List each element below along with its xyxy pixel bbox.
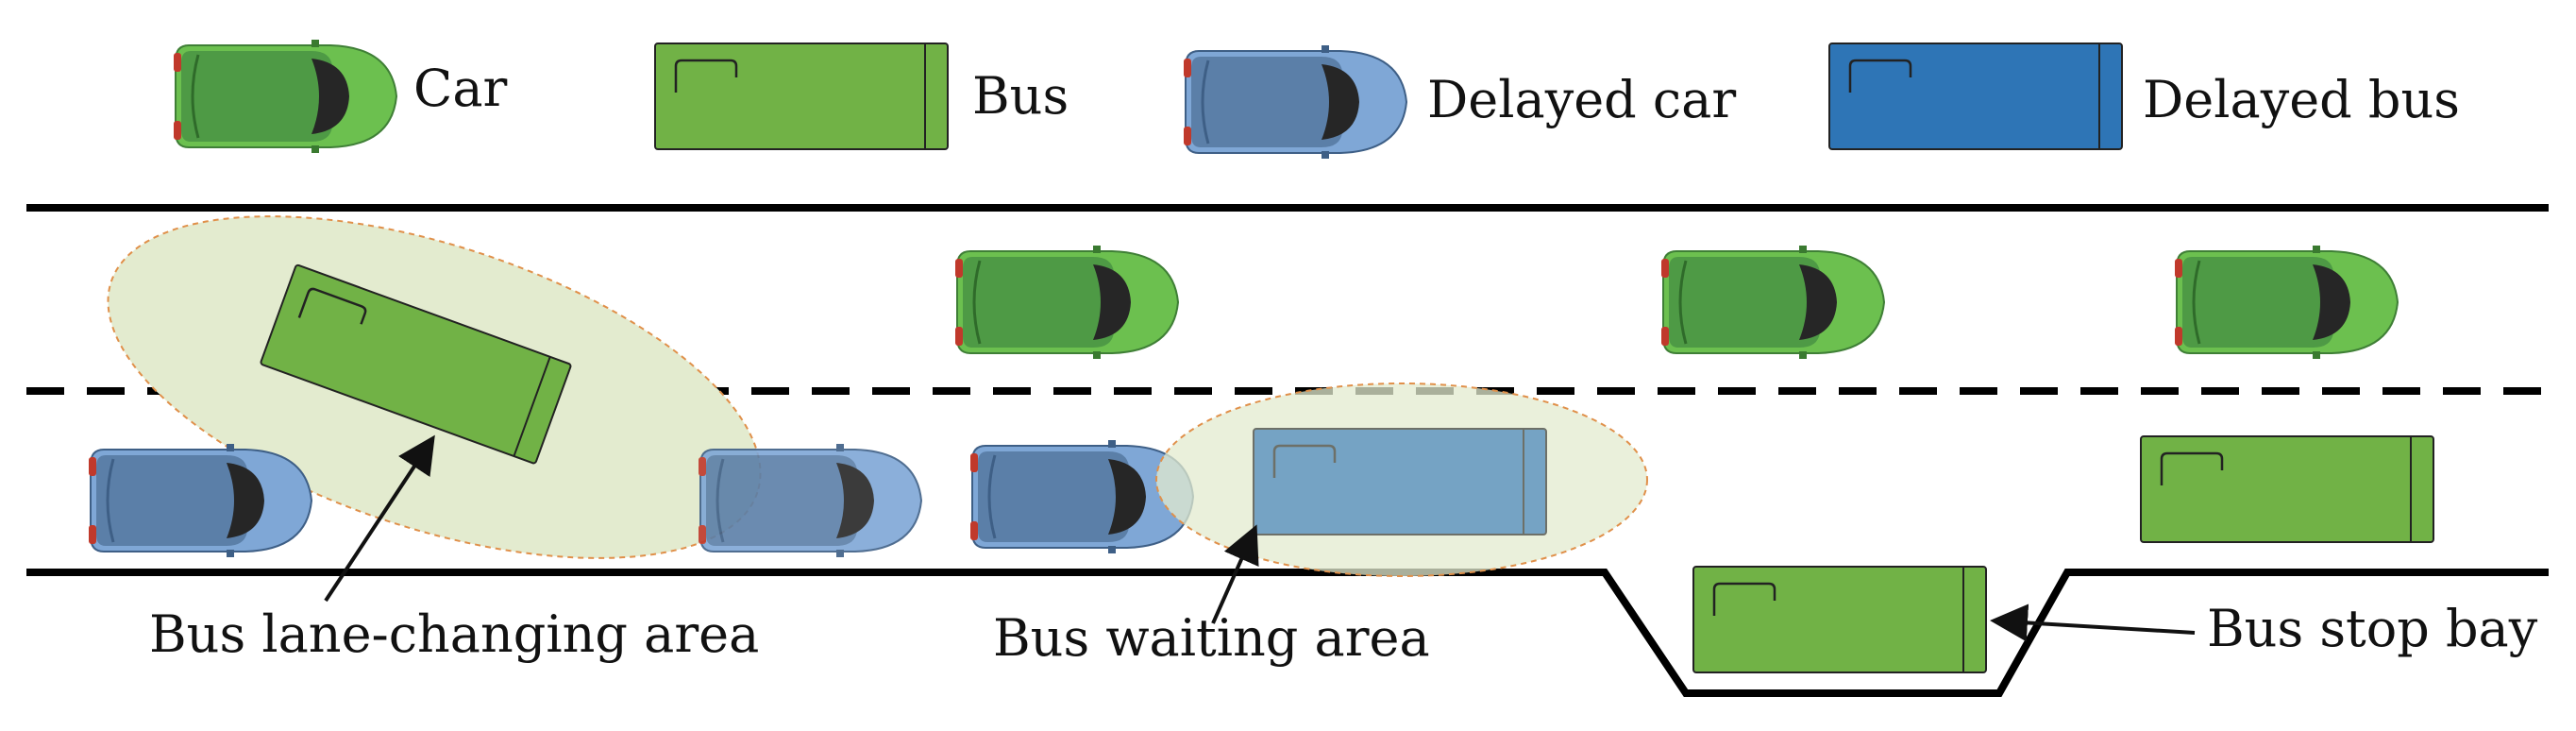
delayed-car: [87, 442, 313, 559]
car: [953, 244, 1180, 361]
car: [1659, 244, 1886, 361]
legend-delayed-bus-label: Delayed bus: [2143, 70, 2460, 129]
car: [2173, 244, 2399, 361]
legend-bus-label: Bus: [972, 66, 1069, 126]
waiting-arrow: [1211, 524, 1259, 624]
legend-car-icon: [172, 38, 398, 155]
stop-bay-label: Bus stop bay: [2207, 599, 2538, 658]
legend-car-label: Car: [413, 59, 508, 118]
lane-change-arrow: [324, 434, 435, 603]
bus: [2139, 434, 2435, 544]
legend-delayed-car-label: Delayed car: [1427, 70, 1736, 129]
lane-change-label: Bus lane-changing area: [149, 604, 759, 664]
legend-delayed-car-icon: [1182, 43, 1408, 161]
legend-delayed-bus-icon: [1827, 42, 2124, 151]
waiting-bus: [1252, 427, 1548, 536]
stop-bay-arrow: [1990, 604, 2196, 642]
legend: Car Bus Delayed car Delayed bus: [172, 38, 2460, 161]
bus-at-stop: [1692, 565, 1988, 674]
waiting-area-label: Bus waiting area: [993, 608, 1430, 668]
delayed-car: [697, 442, 923, 559]
legend-bus-icon: [653, 42, 950, 151]
